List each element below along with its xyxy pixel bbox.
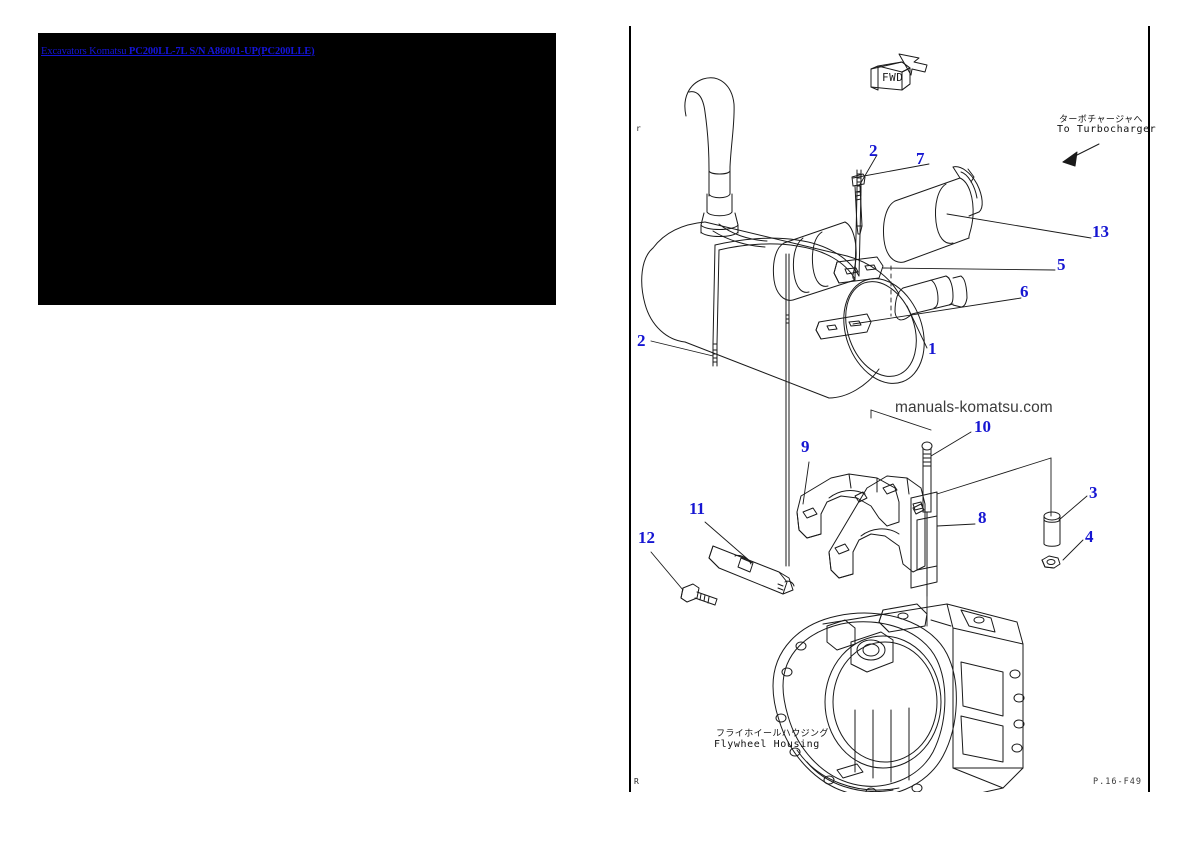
callout-13: 13 xyxy=(1092,222,1109,241)
fwd-direction-marker: FWD xyxy=(870,53,928,91)
catalog-title-link[interactable]: Excavators Komatsu PC200LL-7L S/N A86001… xyxy=(41,46,315,57)
svg-text:FWD: FWD xyxy=(882,71,903,84)
frame-corner-mark: R xyxy=(634,777,639,786)
callout-3: 3 xyxy=(1089,483,1098,502)
callout-2-left: 2 xyxy=(637,331,646,350)
flywheel-housing xyxy=(772,603,1025,792)
turbo-connection-assembly xyxy=(772,166,983,340)
callout-12: 12 xyxy=(638,528,655,547)
parts-diagram-frame: FWD xyxy=(629,26,1150,792)
catalog-info-panel: Excavators Komatsu PC200LL-7L S/N A86001… xyxy=(38,33,556,305)
site-watermark: manuals-komatsu.com xyxy=(895,399,1053,416)
catalog-link-model: PC200LL-7L S/N A86001-UP(PC200LLE) xyxy=(128,46,315,57)
bolt-10 xyxy=(921,441,933,597)
frame-edge-tick: r xyxy=(636,124,641,133)
callout-4: 4 xyxy=(1085,527,1094,546)
to-turbocharger-arrow xyxy=(1062,143,1100,167)
muffler-body xyxy=(641,221,968,399)
callout-10: 10 xyxy=(974,417,991,436)
catalog-link-prefix: Excavators Komatsu xyxy=(41,46,129,57)
flywheel-housing-label-jp: フライホイールハウジング xyxy=(716,729,829,739)
callout-6: 6 xyxy=(1020,282,1029,301)
page-code-label: P.16-F49 xyxy=(1093,777,1142,787)
parts-diagram-illustration: FWD xyxy=(641,53,1100,792)
flywheel-housing-label-en: Flywheel Housing xyxy=(714,739,820,750)
exhaust-tail-pipe xyxy=(684,77,739,237)
to-turbocharger-label-jp: ターボチャージャへ xyxy=(1059,115,1143,125)
callout-11: 11 xyxy=(689,499,706,518)
tie-rod-assembly xyxy=(680,545,795,606)
mounting-brackets xyxy=(796,473,938,589)
callout-1: 1 xyxy=(928,339,937,358)
callout-leader-lines xyxy=(650,154,1092,627)
to-turbocharger-label-en: To Turbocharger xyxy=(1057,124,1157,135)
spacer-and-nut xyxy=(1041,511,1061,569)
callout-5: 5 xyxy=(1057,255,1066,274)
callout-2: 2 xyxy=(869,141,878,160)
callout-9: 9 xyxy=(801,437,810,456)
callout-7: 7 xyxy=(916,149,925,168)
support-rods xyxy=(785,253,790,567)
callout-8: 8 xyxy=(978,508,987,527)
